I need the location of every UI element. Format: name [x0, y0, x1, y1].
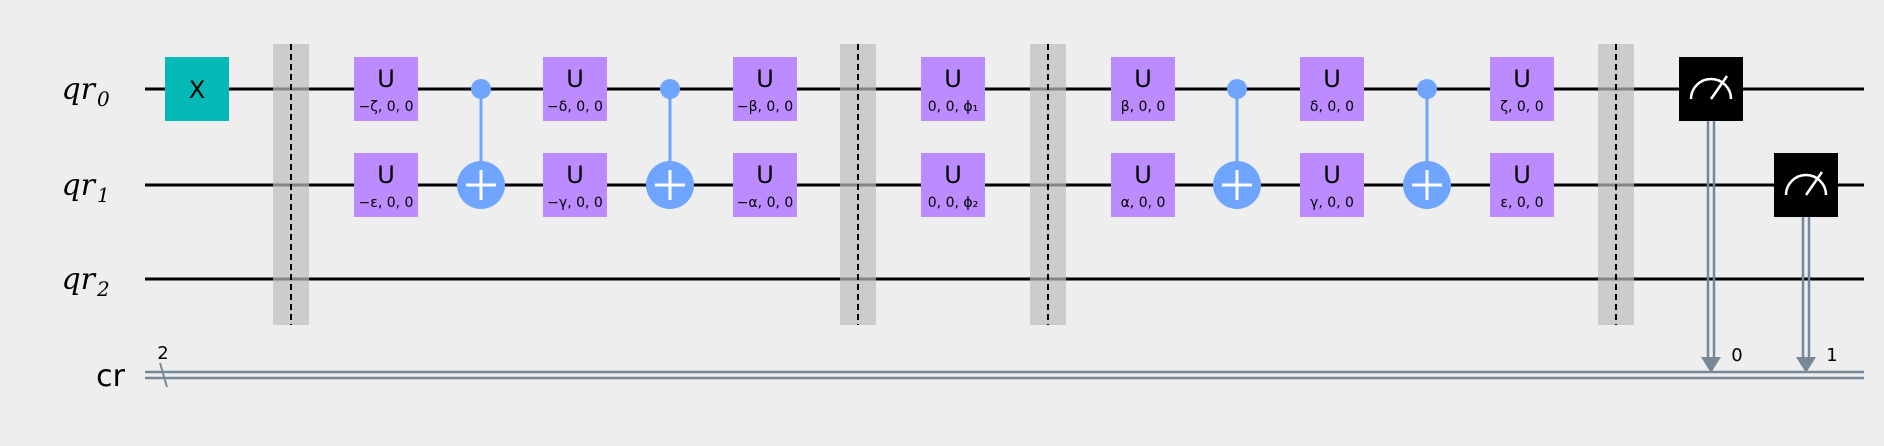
u-gate: [1490, 153, 1554, 217]
gate-params: −ζ, 0, 0: [359, 99, 414, 115]
gate-label: U: [1513, 65, 1531, 93]
u-gate: [543, 153, 607, 217]
measure-arrowhead: [1701, 357, 1721, 373]
clbit-index-label: 1: [1826, 345, 1837, 366]
cnot-control-dot: [660, 79, 680, 99]
gate-label: U: [944, 65, 962, 93]
gate-params: ζ, 0, 0: [1500, 99, 1543, 115]
meter-icon: [1689, 77, 1733, 100]
gate-params: −ε, 0, 0: [359, 195, 414, 211]
gate-label: U: [1134, 65, 1152, 93]
qubit-label: qr: [61, 72, 96, 107]
gate-params: −α, 0, 0: [737, 195, 794, 211]
gate-params: δ, 0, 0: [1310, 99, 1354, 115]
qubit-label-subscript: 0: [97, 87, 110, 111]
cnot-control-dot: [1227, 79, 1247, 99]
gate-params: α, 0, 0: [1121, 195, 1166, 211]
gate-label: U: [756, 65, 774, 93]
u-gate: [733, 57, 797, 121]
wires-layer: [145, 87, 1864, 380]
classical-register-label: cr: [96, 359, 125, 394]
u-gate: [733, 153, 797, 217]
gate-label: U: [377, 65, 395, 93]
gate-params: β, 0, 0: [1121, 99, 1166, 115]
gate-params: −δ, 0, 0: [547, 99, 603, 115]
gate-label: U: [377, 161, 395, 189]
operations-layer: X U −ζ, 0, 0 U −ε, 0, 0 U −δ, 0, 0 U −γ, 0, 0 U −β…: [165, 57, 1838, 373]
u-gate: [921, 57, 985, 121]
gate-label: X: [189, 76, 205, 104]
gate-params: 0, 0, ϕ₂: [928, 195, 978, 211]
u-gate: [354, 153, 418, 217]
u-gate: [1300, 57, 1364, 121]
register-size-slash: [159, 362, 168, 388]
clbit-index-label: 0: [1731, 345, 1742, 366]
barriers-layer: [273, 44, 1634, 325]
qubit-label: qr: [61, 262, 96, 297]
u-gate: [354, 57, 418, 121]
measure-gate: [1679, 57, 1743, 121]
gate-params: −γ, 0, 0: [547, 195, 603, 211]
u-gate: [1111, 57, 1175, 121]
qubit-label-subscript: 1: [97, 183, 110, 207]
gate-label: U: [1513, 161, 1531, 189]
measure-gate: [1774, 153, 1838, 217]
qubit-label: qr: [61, 168, 96, 203]
u-gate: [1111, 153, 1175, 217]
u-gate: [1300, 153, 1364, 217]
qubit-label-subscript: 2: [96, 277, 110, 301]
gate-params: −β, 0, 0: [737, 99, 793, 115]
gate-params: γ, 0, 0: [1310, 195, 1354, 211]
register-size-label: 2: [157, 343, 168, 364]
gate-label: U: [566, 65, 584, 93]
u-gate: [1490, 57, 1554, 121]
u-gate: [543, 57, 607, 121]
gate-params: ε, 0, 0: [1500, 195, 1543, 211]
gate-label: U: [1134, 161, 1152, 189]
gate-label: U: [944, 161, 962, 189]
gate-label: U: [1323, 65, 1341, 93]
u-gate: [921, 153, 985, 217]
gate-label: U: [566, 161, 584, 189]
x-gate: [165, 57, 229, 121]
gate-params: 0, 0, ϕ₁: [928, 99, 978, 115]
meter-icon: [1784, 173, 1828, 196]
cnot-control-dot: [471, 79, 491, 99]
gate-label: U: [1323, 161, 1341, 189]
cnot-control-dot: [1417, 79, 1437, 99]
meter-needle-icon: [1709, 75, 1729, 100]
gate-label: U: [756, 161, 774, 189]
meter-needle-icon: [1804, 171, 1824, 196]
measure-arrowhead: [1796, 357, 1816, 373]
